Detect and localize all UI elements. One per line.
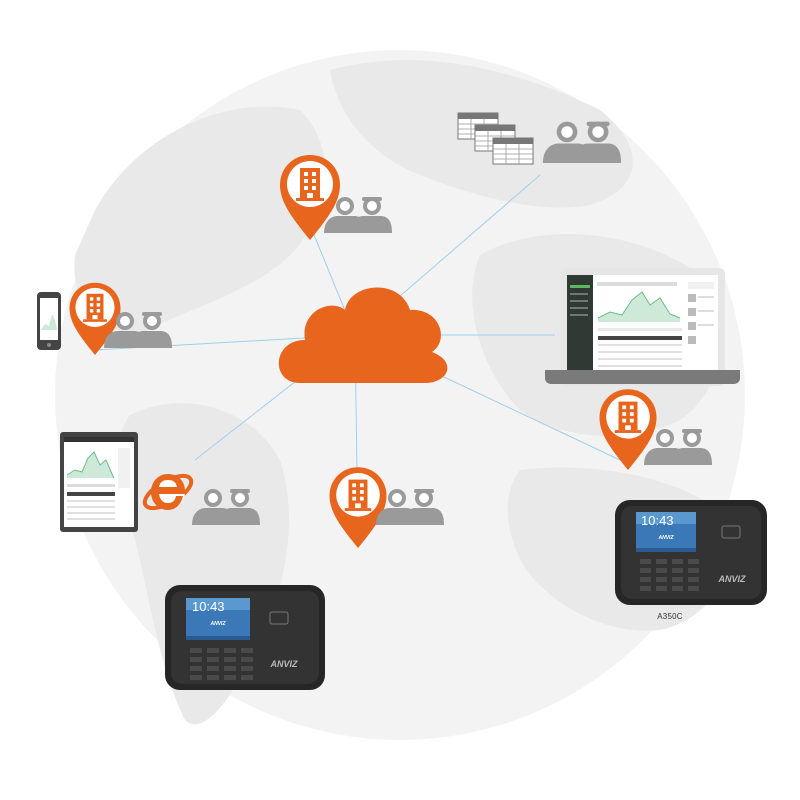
device-brand-logo: ANVIZ bbox=[718, 574, 747, 584]
device-clock-time: 10:43 bbox=[641, 513, 674, 528]
device-model-label: A350C bbox=[657, 612, 683, 621]
tablet-dashboard bbox=[60, 432, 138, 532]
device-clock-time: 10:43 bbox=[192, 599, 225, 614]
laptop-dashboard bbox=[545, 268, 740, 386]
time-clock-device: 10:43 ANVIZ ANVIZ bbox=[165, 585, 325, 690]
svg-text:ANVIZ: ANVIZ bbox=[658, 535, 675, 541]
device-brand-logo: ANVIZ bbox=[270, 659, 299, 669]
internet-explorer-icon bbox=[142, 473, 194, 511]
smartphone bbox=[37, 292, 61, 350]
svg-text:ANVIZ: ANVIZ bbox=[210, 621, 227, 627]
cloud-icon bbox=[278, 287, 448, 383]
time-clock-device: 10:43 ANVIZ ANVIZ bbox=[615, 500, 767, 605]
